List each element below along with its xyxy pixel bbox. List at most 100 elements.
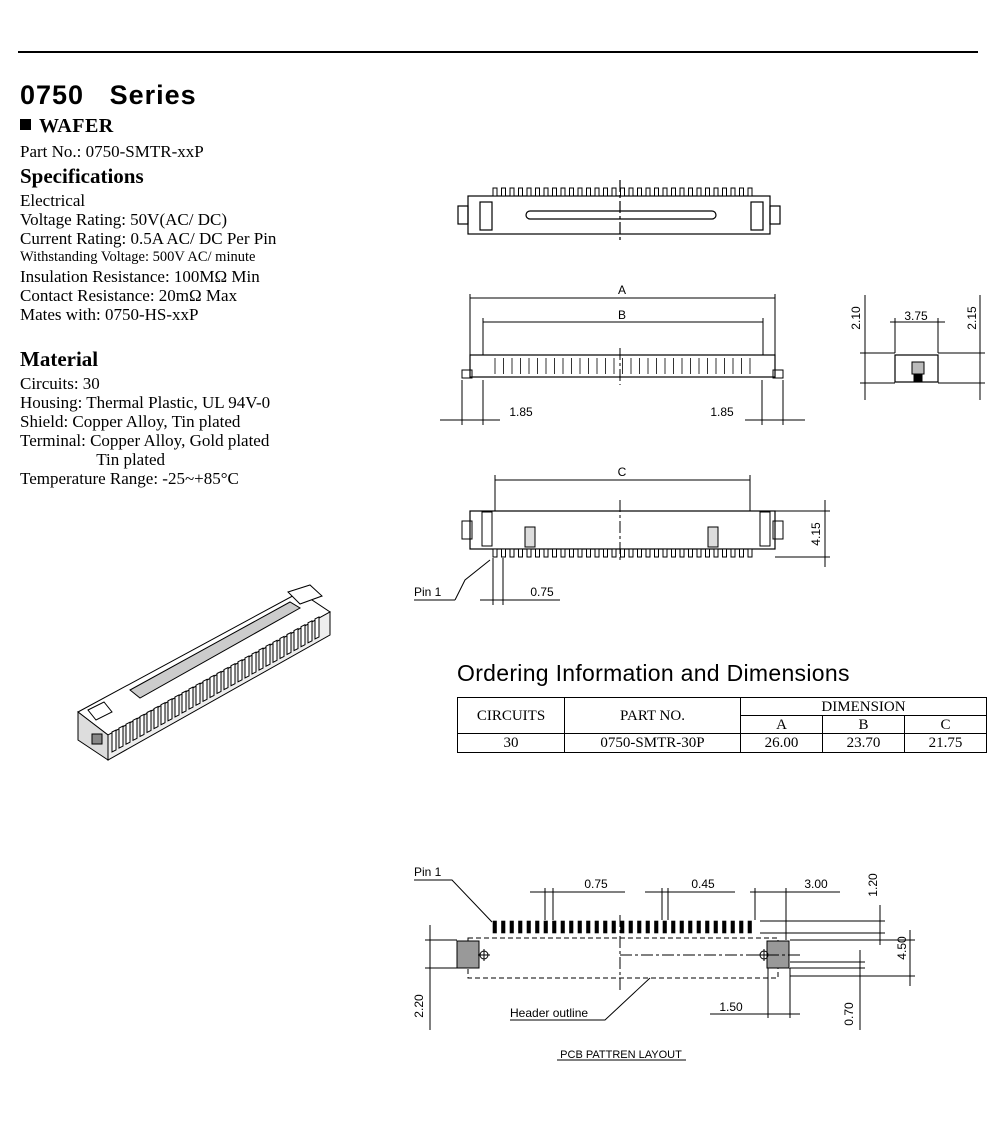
drawing-detail	[688, 548, 693, 558]
cell-dim-c: 21.75	[904, 733, 987, 753]
drawing-detail	[518, 187, 523, 197]
drawing-detail	[509, 187, 515, 197]
dim-end-right-label: 2.15	[965, 306, 979, 330]
drawing-detail	[195, 682, 201, 707]
drawing-detail	[492, 187, 498, 197]
drawing-detail	[125, 721, 131, 746]
pcb-pin1-label: Pin 1	[414, 865, 442, 879]
spec-line: Current Rating: 0.5A AC/ DC Per Pin	[20, 229, 277, 248]
drawing-detail	[671, 187, 676, 197]
drawing-detail	[637, 187, 642, 197]
material-line: Temperature Range: -25~+85°C	[20, 469, 239, 488]
drawing-detail	[611, 187, 617, 197]
drawing-detail	[679, 920, 684, 934]
drawing-detail	[314, 616, 320, 640]
drawing-detail	[713, 548, 719, 558]
header-outline-label: Header outline	[510, 1006, 588, 1020]
drawing-detail	[237, 658, 243, 683]
drawing-detail	[671, 920, 676, 934]
drawing-detail	[705, 187, 710, 197]
header-dim-b: B	[822, 715, 905, 734]
drawing-detail	[139, 713, 145, 738]
drawing-detail	[167, 697, 173, 722]
dim-right-label: 1.85	[710, 405, 734, 419]
drawing-detail	[637, 548, 642, 558]
material-line: Shield: Copper Alloy, Tin plated	[20, 412, 241, 431]
drawing-detail	[111, 729, 117, 753]
drawing-detail	[293, 627, 299, 652]
drawing-detail	[560, 548, 566, 558]
drawing-detail	[526, 920, 531, 934]
drawing-detail	[535, 920, 540, 934]
ordering-table: CIRCUITS PART NO. DIMENSION A B C 30 075…	[457, 697, 987, 753]
drawing-detail	[543, 548, 549, 558]
drawing-detail	[509, 548, 515, 558]
material-line: Housing: Thermal Plastic, UL 94V-0	[20, 393, 271, 412]
drawing-detail	[645, 187, 651, 197]
pcb-pitch-label: 0.75	[584, 877, 608, 891]
spec-line: Contact Resistance: 20mΩ Max	[20, 286, 238, 305]
drawing-detail	[509, 920, 514, 934]
drawing-detail	[620, 187, 625, 197]
drawing-detail	[577, 920, 582, 934]
drawing-detail	[679, 548, 685, 558]
drawing-detail	[688, 920, 693, 934]
drawing-detail	[739, 920, 744, 934]
drawing-detail	[230, 662, 236, 687]
drawing-detail	[543, 187, 549, 197]
drawing-detail	[146, 709, 152, 734]
drawing-detail	[688, 187, 693, 197]
drawing-detail	[307, 619, 313, 644]
drawing-detail	[160, 701, 166, 726]
bullet-square-icon	[20, 119, 31, 130]
drawing-detail	[645, 548, 651, 558]
drawing-detail	[696, 548, 702, 558]
drawing-detail	[181, 690, 187, 714]
pcb-tab-offset-label: 0.70	[842, 1002, 856, 1026]
drawing-detail	[518, 920, 523, 934]
drawing-detail	[586, 920, 591, 934]
drawing-detail	[662, 920, 667, 934]
drawing-detail	[611, 920, 616, 934]
pcb-offset-label: 3.00	[804, 877, 828, 891]
drawing-detail	[560, 920, 565, 934]
drawing-detail	[209, 674, 215, 699]
drawing-detail	[722, 187, 727, 197]
material-line: Terminal: Copper Alloy, Gold plated	[20, 431, 270, 450]
drawing-detail	[628, 548, 634, 558]
material-line: Tin plated	[20, 450, 165, 469]
dim-left-label: 1.85	[509, 405, 533, 419]
material-heading: Material	[20, 347, 99, 371]
wafer-heading: WAFER	[20, 115, 114, 138]
dim-pitch-label: 0.75	[530, 585, 554, 599]
drawing-detail	[594, 920, 599, 934]
drawing-detail	[265, 643, 271, 668]
drawing-detail	[705, 920, 710, 934]
drawing-detail	[577, 548, 583, 558]
material-list: Circuits: 30 Housing: Thermal Plastic, U…	[20, 374, 270, 488]
spec-line: Voltage Rating: 50V(AC/ DC)	[20, 210, 227, 229]
drawing-detail	[569, 187, 574, 197]
header-dimension: DIMENSION	[740, 697, 987, 716]
drawing-detail	[713, 187, 719, 197]
pcb-pad-length-label: 1.20	[866, 873, 880, 897]
wafer-label: WAFER	[39, 115, 114, 137]
dim-a-label: A	[618, 283, 626, 297]
spec-line: Electrical	[20, 191, 86, 210]
drawing-detail	[696, 920, 701, 934]
dim-b-label: B	[618, 308, 626, 322]
drawing-detail	[696, 187, 702, 197]
drawing-detail	[722, 548, 727, 558]
drawing-detail	[244, 655, 250, 679]
drawing-detail	[654, 920, 659, 934]
drawing-detail	[543, 920, 548, 934]
drawing-detail	[552, 920, 557, 934]
drawing-detail	[188, 686, 194, 710]
drawing-detail	[637, 920, 642, 934]
drawing-detail	[223, 666, 229, 691]
drawing-detail	[577, 187, 583, 197]
